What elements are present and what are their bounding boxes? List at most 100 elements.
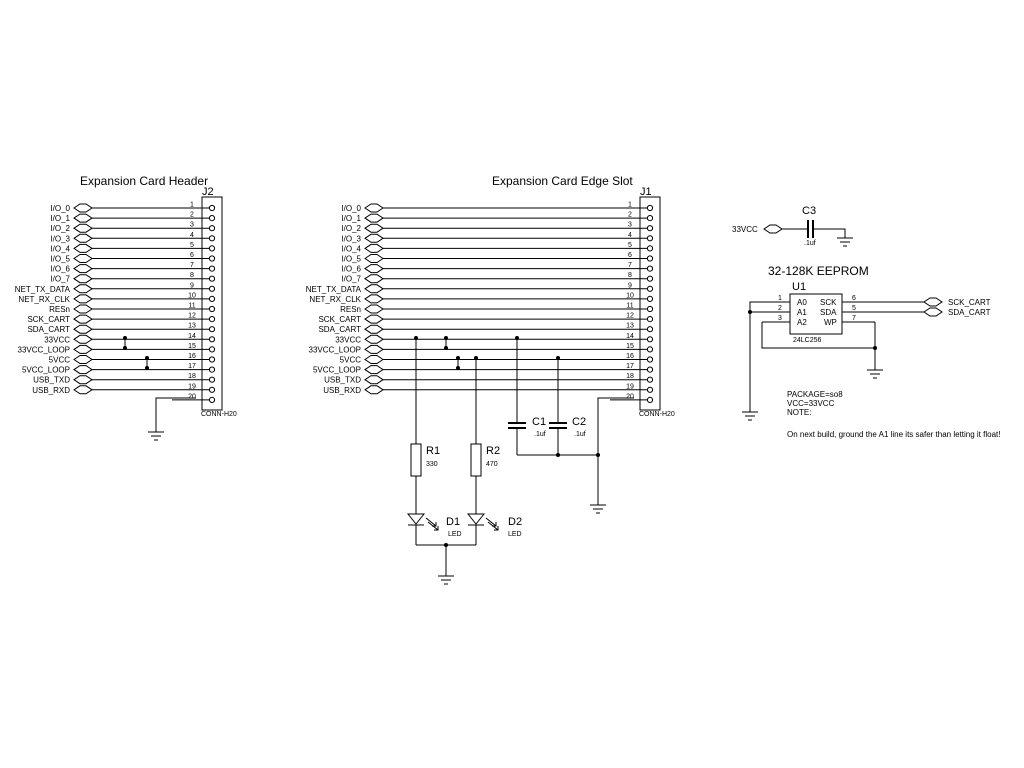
u1-body [789,293,843,335]
u1-pin-num: 2 [778,305,782,312]
junction-dot [123,346,127,350]
junction-dot [556,453,560,457]
j1-pin-number: 5 [628,242,632,249]
j1-pin-15 [646,346,654,353]
j1-net-port [364,243,384,253]
j2-net-port [73,254,93,263]
j1-pin-number: 6 [628,252,632,259]
j2-pin-number: 4 [190,232,194,239]
j2-pin-number: 2 [190,212,194,219]
j1-net-port [364,233,384,243]
c1-ref: C1 [532,416,546,428]
eeprom-u1: 32-128K EEPROM U1 24LC256 1 2 3 A0 A1 A2… [742,264,991,421]
j1-pin-number: 8 [628,272,632,279]
junction-dot [123,336,127,340]
note-text: On next build, ground the A1 line its sa… [787,430,1000,439]
j2-pin-2 [208,215,216,222]
j1-pin-number: 3 [628,222,632,229]
j2-pin-number: 19 [188,383,196,390]
j1-pin-number: 10 [626,292,634,299]
j2-net-label: I/O_4 [50,244,70,253]
note-vcc: VCC=33VCC [787,399,835,408]
net-port-33vcc [763,224,783,234]
j1-pin-10 [646,295,654,302]
j2-net-label: I/O_7 [50,275,70,284]
decoupling-caps: C1 .1uf C2 .1uf [508,338,634,514]
j1-net-label: I/O_6 [341,265,361,274]
j2-pin-7 [208,265,216,272]
j1-pin-1 [646,204,654,212]
j2-pin-17 [208,366,216,373]
j2-pin-3 [208,225,216,232]
j1-net-label: I/O_7 [341,275,361,284]
j2-pin-number: 7 [190,262,194,269]
j2-pin-10 [208,295,216,302]
j2-pin-14 [208,336,216,343]
j1-net-port [364,264,384,274]
j2-net-port [73,264,93,274]
j2-pin-16 [208,356,216,363]
j1-net-label: 33VCC [335,335,361,344]
led-branch-1: R1 330 D1 LED [406,338,462,545]
j1-net-label: 5VCC_LOOP [313,366,361,375]
j1-pin-3 [646,225,654,232]
j1-pin-number: 18 [626,373,634,380]
j1-net-label: 33VCC_LOOP [309,345,361,354]
j2-pin-number: 8 [190,272,194,279]
j2-net-port [73,203,93,213]
j1-net-port [364,284,384,294]
j2-pin-number: 5 [190,242,194,249]
j2-body [201,196,223,411]
j1-model: CONN-H20 [639,411,675,418]
j1-pin-number: 12 [626,313,634,320]
j2-pin20-ground-wire [155,397,196,432]
j1-net-port [364,274,384,284]
j1-net-port [364,385,384,395]
resistor-r2 [470,443,482,477]
j2-pin-number: 13 [188,323,196,330]
j2-net-label: 5VCC [49,356,71,365]
j1-pin-8 [646,275,654,282]
r2-value: 470 [486,461,498,468]
u1-pin-num: 7 [852,315,856,322]
j2-net-label: 5VCC_LOOP [22,366,70,375]
j1-net-port [364,334,384,344]
j2-net-port [73,284,93,294]
j2-net-port [73,324,93,334]
ground-symbol-u1-wp [867,369,883,379]
c1-value: .1uf [534,431,546,438]
j1-net-port [364,355,384,364]
ground-symbol-j2 [148,431,164,441]
r1-ref: R1 [426,445,440,457]
j2-header-title: Expansion Card Header [80,174,208,188]
j2-pin-8 [208,275,216,282]
j1-pin-number: 19 [626,383,634,390]
j2-net-label: I/O_1 [50,214,70,223]
j2-net-port [73,375,93,385]
j2-net-port [73,304,93,314]
j1-pin-number: 4 [628,232,632,239]
connector-j1: J1 CONN-H20 1I/O_02I/O_13I/O_24I/O_35I/O… [306,186,675,418]
j2-pin-number: 16 [188,353,196,360]
r2-ref: R2 [486,445,500,457]
j2-pin-4 [208,235,216,242]
j2-net-label: I/O_5 [50,255,70,264]
j1-pin-number: 17 [626,363,634,370]
u1-pin-name: SCK [820,298,837,307]
j1-pin-5 [646,245,654,252]
j1-pin-number: 20 [626,393,634,400]
ground-symbol-j1 [590,504,606,514]
d1-value: LED [448,531,462,538]
c3-net-label: 33VCC [732,225,758,234]
design-notes: PACKAGE=so8 VCC=33VCC NOTE: On next buil… [787,390,1000,439]
junction-dot [145,356,149,360]
j1-pin-number: 15 [626,343,634,350]
j2-net-label: I/O_0 [50,204,70,213]
j1-pin-16 [646,356,654,363]
u1-pin-num: 3 [778,315,782,322]
j1-net-port [364,294,384,304]
net-port-sck-cart [923,297,943,307]
j1-pin-20 [646,396,654,403]
j1-net-label: USB_RXD [323,386,361,395]
j2-net-port [73,314,93,324]
